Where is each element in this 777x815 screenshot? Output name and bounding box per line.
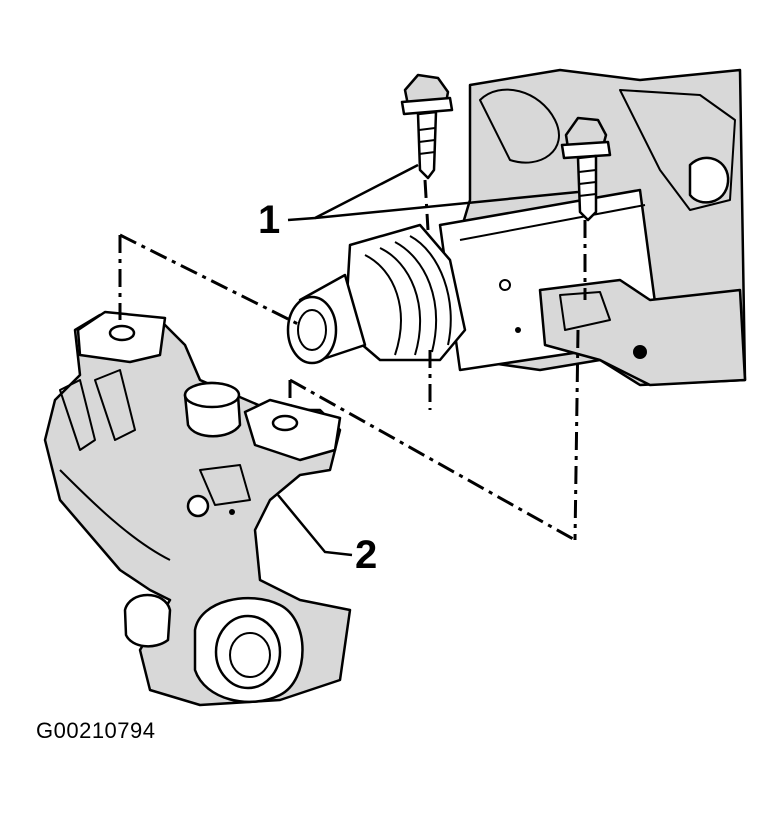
bolt-right: [560, 116, 612, 222]
steering-column-assembly: [286, 68, 747, 387]
alignment-lines: [118, 179, 587, 542]
callout-1: 1: [258, 163, 579, 242]
figure-code: G00210794: [36, 718, 156, 743]
callout-number-1: 1: [258, 198, 280, 242]
callout-2: 2: [277, 494, 377, 577]
bolt-left: [400, 73, 454, 180]
column-bracket: [43, 310, 352, 707]
callout-number-2: 2: [355, 533, 377, 577]
